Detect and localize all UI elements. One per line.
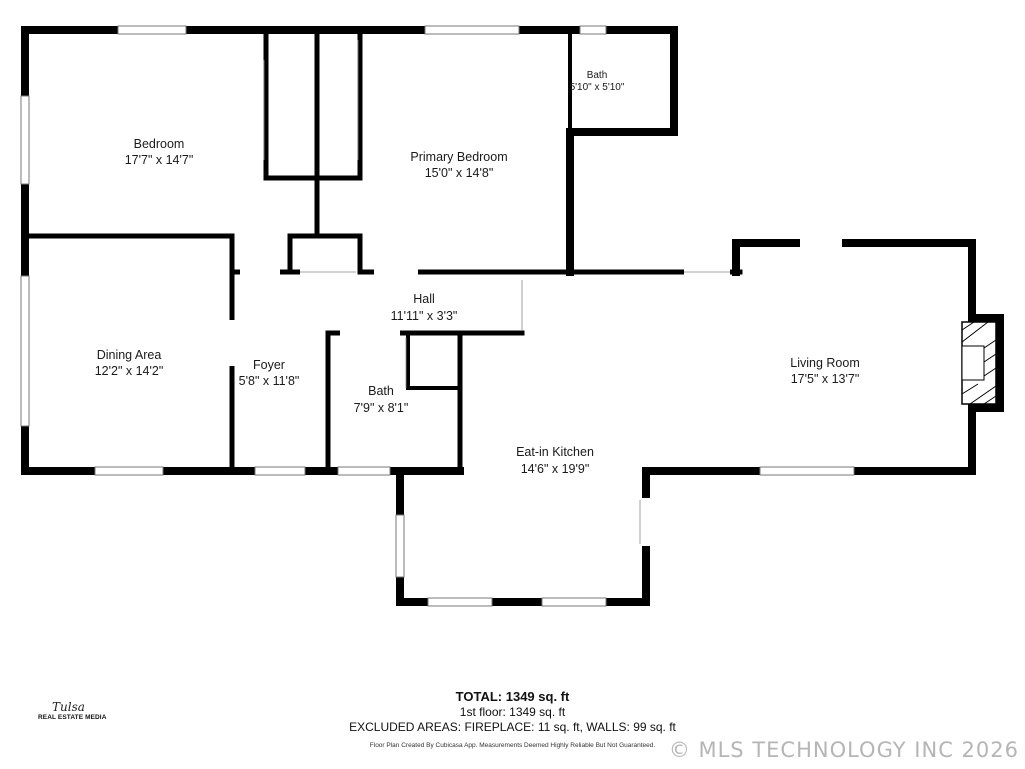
windows	[20, 25, 855, 607]
window	[20, 95, 30, 185]
room-hall-name: Hall	[413, 292, 435, 306]
wall-bath-upper	[566, 26, 678, 276]
room-bath-upper-dims: 5'10" x 5'10"	[570, 82, 625, 93]
room-foyer-name: Foyer	[253, 358, 285, 372]
window	[579, 25, 607, 35]
room-bath-upper-name: Bath	[587, 70, 608, 81]
room-foyer-dims: 5'8" x 11'8"	[239, 374, 300, 388]
room-hall-dims: 11'11" x 3'3"	[391, 309, 458, 323]
room-bedroom-name: Bedroom	[134, 137, 185, 151]
copyright-watermark: © MLS TECHNOLOGY INC 2026	[668, 738, 1019, 762]
window	[20, 275, 30, 427]
room-dining-area-dims: 12'2" x 14'2"	[95, 364, 164, 378]
logo-text: REAL ESTATE MEDIA	[38, 714, 107, 721]
wall-closet	[263, 33, 363, 181]
wall-bath-closet	[406, 331, 462, 390]
wall-living-bottom	[396, 467, 976, 606]
fireplace	[961, 321, 997, 405]
total-area: TOTAL: 1349 sq. ft	[455, 689, 570, 704]
logo-script: Tulsa	[52, 700, 85, 714]
brand-logo: Tulsa REAL ESTATE MEDIA	[36, 700, 106, 726]
floor-plan: Bedroom 17'7" x 14'7" Primary Bedroom 15…	[20, 25, 1004, 607]
room-primary-bedroom-name: Primary Bedroom	[410, 150, 507, 164]
window	[337, 466, 391, 476]
room-bath-lower-name: Bath	[368, 384, 394, 398]
window	[427, 597, 493, 607]
room-primary-bedroom-dims: 15'0" x 14'8"	[425, 166, 494, 180]
window	[254, 466, 306, 476]
wall-fireplace	[968, 314, 1004, 475]
room-living-room-name: Living Room	[790, 356, 859, 370]
window	[395, 514, 405, 578]
window	[424, 25, 520, 35]
door-lines	[263, 40, 730, 544]
room-bedroom-dims: 17'7" x 14'7"	[125, 153, 194, 167]
wall-living-top	[732, 239, 976, 322]
room-living-room-dims: 17'5" x 13'7"	[791, 372, 860, 386]
room-kitchen-dims: 14'6" x 19'9"	[521, 462, 590, 476]
window	[94, 466, 164, 476]
window	[117, 25, 187, 35]
wall-hall-top	[287, 233, 363, 275]
room-bath-lower-dims: 7'9" x 8'1"	[354, 401, 409, 415]
wall-bedroom-dining	[22, 233, 235, 474]
room-dining-area-name: Dining Area	[97, 348, 162, 362]
doors	[227, 237, 842, 546]
window	[541, 597, 607, 607]
walls	[21, 26, 1004, 606]
excluded-areas: EXCLUDED AREAS: FIREPLACE: 11 sq. ft, WA…	[349, 720, 676, 734]
floor-area: 1st floor: 1349 sq. ft	[459, 705, 566, 719]
window	[759, 466, 855, 476]
disclaimer: Floor Plan Created By Cubicasa App. Meas…	[369, 742, 656, 749]
room-kitchen-name: Eat-in Kitchen	[516, 445, 594, 459]
